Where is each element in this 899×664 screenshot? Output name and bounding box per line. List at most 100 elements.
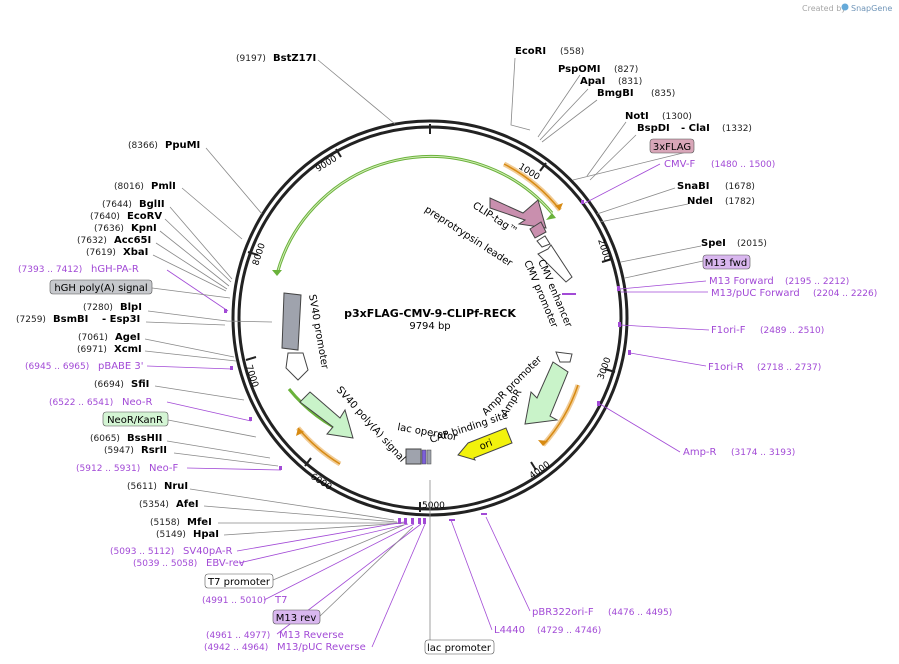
site-name: XcmI (114, 344, 142, 355)
primer-range: (2718 .. 2737) (757, 363, 821, 373)
m13fwd-box: M13 fwd (702, 254, 751, 270)
site-name: EcoRV (127, 211, 162, 222)
site-pos: (6065) (90, 434, 120, 444)
site-name: SfiI (131, 379, 149, 390)
primer-leader-lines (146, 163, 710, 648)
m13rev-box: M13 rev (272, 609, 321, 625)
tick-label: 2000 (595, 238, 612, 263)
site-name: PpuMI (165, 140, 200, 151)
ring-ticks (245, 124, 616, 512)
primer-range: (5039 .. 5058) (133, 559, 197, 569)
site-labels-left: PpuMI (8366) PmlI (8016) BglII (7644) Ec… (16, 140, 219, 540)
clip-tag-feature (489, 197, 547, 229)
primer-name: T7 (274, 595, 287, 606)
preprotrypsin-label: preprotrypsin leader (422, 204, 514, 269)
site-name: PspOMI (558, 64, 600, 75)
site-name: - Esp3I (102, 314, 140, 325)
site-name: AgeI (115, 332, 140, 343)
neokan-box: NeoR/KanR (102, 411, 169, 427)
primer-range: (2195 .. 2212) (785, 277, 849, 287)
site-name: BssHII (127, 433, 162, 444)
site-pos: (827) (614, 65, 638, 75)
primer-name: Neo-F (149, 463, 179, 474)
primer-range: (5912 .. 5931) (76, 464, 140, 474)
primer-range: (4729 .. 4746) (537, 626, 601, 636)
site-pos: (2015) (737, 239, 767, 249)
site-pos: (7644) (102, 200, 132, 210)
site-pos: (5354) (139, 500, 169, 510)
primer-labels-left: hGH-PA-R (7393 .. 7412) pBABE 3' (6945 .… (18, 264, 366, 653)
tick-label: 5000 (422, 501, 445, 511)
site-leader-lines (144, 57, 702, 536)
lac-box: lac promoter (424, 639, 495, 655)
feature-arrows (281, 197, 573, 465)
sv40-polya-feature (299, 391, 354, 439)
neokan-box-label: NeoR/KanR (107, 415, 163, 426)
primer-name: L4440 (494, 625, 525, 636)
primer-name: EBV-rev (206, 558, 245, 569)
primer-name: SV40pA-R (183, 546, 232, 557)
site-pos: (6694) (94, 380, 124, 390)
site-name: NdeI (687, 196, 713, 207)
primer-range: (4961 .. 4977) (206, 631, 270, 641)
credit-text: Created by (802, 4, 846, 13)
m13fwd-box-label: M13 fwd (705, 258, 747, 269)
site-name: EcoRI (515, 46, 546, 57)
site-pos: (1300) (662, 112, 692, 122)
primer-range: (5093 .. 5112) (110, 547, 174, 557)
primer-range: (4476 .. 4495) (608, 608, 672, 618)
lac-box-label: lac promoter (427, 643, 492, 654)
site-pos: (5947) (104, 446, 134, 456)
site-name: NotI (625, 111, 649, 122)
credit-brand: SnapGene (851, 4, 892, 13)
site-pos: (9197) (236, 54, 266, 64)
hgh-box: hGH poly(A) signal (49, 279, 153, 295)
primer-name: Neo-R (122, 397, 153, 408)
sv40-promoter-label: SV40 promoter (306, 294, 330, 371)
site-pos: (7061) (78, 333, 108, 343)
primer-name: Amp-R (683, 447, 717, 458)
hgh-box-label: hGH poly(A) signal (54, 283, 147, 294)
cap-site-feature (421, 449, 427, 465)
primer-name: pBABE 3' (98, 361, 144, 372)
primer-name: M13/pUC Reverse (277, 642, 366, 653)
t7-box: T7 promoter (204, 573, 274, 589)
site-name: BlpI (120, 302, 142, 313)
site-pos: (558) (560, 47, 584, 57)
site-pos: (1678) (725, 182, 755, 192)
primer-name: M13 Reverse (279, 630, 344, 641)
site-pos: (5611) (127, 482, 157, 492)
primer-name: pBR322ori-F (532, 607, 594, 618)
site-name: SnaBI (677, 181, 709, 192)
site-pos: (835) (651, 89, 675, 99)
primer-range: (1480 .. 1500) (711, 160, 775, 170)
site-pos: (6971) (77, 345, 107, 355)
primer-name: CMV-F (664, 159, 695, 170)
cmv-promoter-feature (536, 235, 551, 248)
site-name: BsmBI (53, 314, 88, 325)
site-pos: (831) (618, 77, 642, 87)
ori-feature (457, 427, 513, 461)
site-name: BglII (139, 199, 165, 210)
site-pos: (7632) (77, 236, 107, 246)
site-pos: (5158) (150, 518, 180, 528)
site-name: HpaI (193, 529, 219, 540)
site-pos: (7280) (83, 303, 113, 313)
site-pos: (7636) (94, 224, 124, 234)
site-pos: (5149) (156, 530, 186, 540)
site-name: BstZ17I (273, 53, 316, 64)
site-name: PmlI (151, 181, 176, 192)
primer-range: (6945 .. 6965) (25, 362, 89, 372)
primer-name: M13 Forward (709, 276, 774, 287)
m13rev-box-label: M13 rev (276, 613, 317, 624)
site-name: BmgBI (597, 88, 634, 99)
primer-markers (224, 200, 631, 524)
box-leader-lines (151, 150, 704, 640)
preprotrypsin-feature (529, 221, 547, 239)
ampr-promoter-feature (555, 351, 573, 363)
primer-labels-right: CMV-F (1480 .. 1500) M13 Forward (2195 .… (494, 159, 877, 636)
site-name: RsrII (141, 445, 167, 456)
site-name: BspDI (637, 123, 670, 134)
snapgene-logo-icon (841, 3, 849, 11)
